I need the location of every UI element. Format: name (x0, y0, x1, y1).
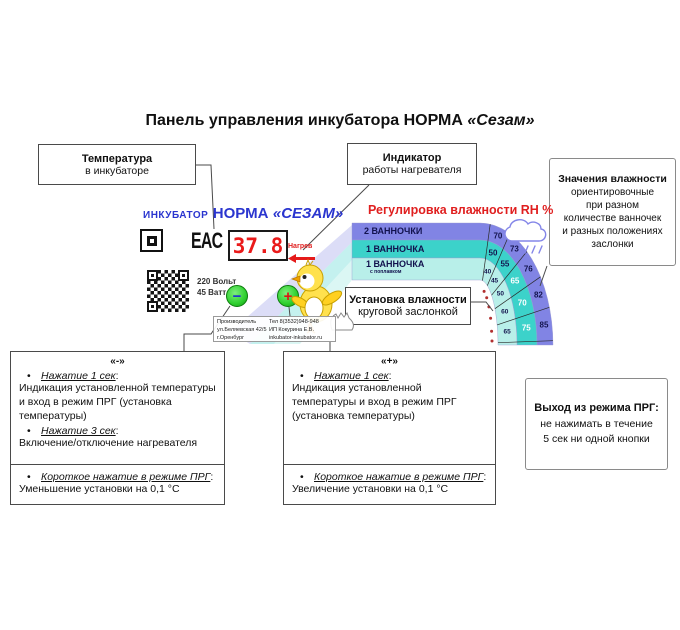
humidity-note-box: Значения влажности ориентировочные при р… (549, 158, 676, 266)
humidity-note-title: Значения влажности (558, 172, 667, 185)
manufacturer-info: Производитель Тел 8(3532)948-948 ул.Беля… (213, 316, 336, 342)
arc-value: 85 (539, 320, 549, 330)
power-voltage: 220 Вольт (197, 277, 237, 286)
instruction-head: Короткое нажатие в режиме ПРГ (292, 471, 487, 483)
manufacturer-site: inkubator-inkubator.ru (269, 334, 323, 341)
rain-cloud-icon (504, 219, 547, 254)
arc-value: 82 (533, 290, 543, 300)
arc-value: 65 (510, 276, 520, 286)
arc-value: 73 (509, 244, 519, 254)
humidity-regulation-title: Регулировка влажности RH % (368, 203, 554, 217)
humidity-set-box: Установка влажности круговой заслонкой (345, 287, 471, 325)
prg-exit-line: 5 сек ни одной кнопки (543, 432, 650, 445)
temperature-value: 37.8 (232, 233, 284, 258)
device-brand-prefix: ИНКУБАТОР (143, 210, 209, 221)
instruction-body: Индикация установленной температуры и вх… (19, 382, 216, 422)
manufacturer-entity: ИП Кокурина Е.В. (269, 326, 315, 333)
class2-insulation-icon (140, 229, 163, 252)
callout-temperature: Температура в инкубаторе (38, 144, 196, 185)
callout-heater-sub: работы нагревателя (362, 164, 462, 176)
callout-heater-indicator: Индикатор работы нагревателя (347, 143, 477, 185)
instruction-head: Нажатие 1 сек (19, 370, 216, 382)
instruction-body: Индикация установленной температуры и вх… (292, 382, 457, 422)
qr-finder-icon (147, 301, 158, 312)
band-2-bathtubs-label: 2 ВАННОЧКИ (364, 226, 423, 236)
heating-label: Нагрев (288, 243, 313, 250)
device-brand-model: «СЕЗАМ» (272, 205, 344, 222)
page-title-main: Панель управления инкубатора НОРМА (145, 112, 463, 129)
arc-segment-dividers (482, 224, 553, 344)
band-1-bathtub-float-label: 1 ВАННОЧКА (366, 259, 425, 269)
humidity-set-sub: круговой заслонкой (358, 306, 458, 318)
instruction-head: Нажатие 1 сек (292, 370, 487, 382)
minus-button-label: − (232, 287, 242, 305)
arc-value: 70 (493, 231, 503, 241)
manufacturer-line: Производитель (217, 319, 257, 325)
callout-temperature-sub: в инкубаторе (85, 164, 149, 177)
prg-exit-title: Выход из режима ПРГ: (534, 401, 659, 414)
minus-instructions-box: «-» Нажатие 1 сек Индикация установленно… (10, 351, 225, 505)
plus-instructions-main: «+» Нажатие 1 сек Индикация установленно… (284, 352, 495, 464)
arc-value: 50 (496, 290, 505, 298)
instruction-head: Короткое нажатие в режиме ПРГ (19, 471, 216, 483)
power-rating: 220 Вольт 45 Ватт (197, 276, 236, 298)
qr-finder-icon (147, 270, 158, 281)
humidity-arc (351, 222, 554, 346)
arc-value: 70 (517, 298, 527, 308)
arc-value: 55 (500, 259, 510, 269)
plus-button-label: + (283, 287, 293, 305)
humidity-note-line: и разных положениях (562, 226, 663, 238)
power-watts: 45 Ватт (197, 288, 227, 298)
heating-arrow-icon (288, 254, 315, 263)
prg-exit-line: не нажимать в течение (540, 417, 653, 430)
eac-mark: EAC (191, 228, 223, 253)
arc-value: 76 (523, 264, 533, 274)
callout-heater-title: Индикатор (382, 152, 442, 164)
arc-value: 65 (503, 328, 511, 336)
setting-dots (482, 289, 494, 343)
arc-value: 75 (521, 323, 531, 333)
device-brand: ИНКУБАТОР НОРМА «СЕЗАМ» (143, 205, 343, 223)
page-title-brand: «Сезам» (467, 112, 535, 129)
arc-value: 50 (488, 248, 498, 258)
heating-indicator: Нагрев (288, 243, 318, 268)
minus-box-title: «-» (110, 356, 125, 367)
humidity-note-line: при разном (586, 200, 639, 212)
instruction-head: Нажатие 3 сек (19, 425, 216, 437)
band-float-sublabel: с поплавком (370, 269, 402, 275)
arc-value: 45 (490, 277, 499, 285)
plus-instructions-box: «+» Нажатие 1 сек Индикация установленно… (283, 351, 496, 505)
arc-value: 40 (483, 268, 492, 276)
humidity-set-title: Установка влажности (349, 294, 467, 306)
qr-finder-icon (178, 270, 189, 281)
device-brand-name: НОРМА (212, 205, 269, 222)
page-title: Панель управления инкубатора НОРМА «Сеза… (0, 112, 680, 130)
humidity-note-line: количестве ванночек (563, 213, 662, 225)
minus-instructions-footer: Короткое нажатие в режиме ПРГ Уменьшение… (11, 464, 224, 504)
chick-mascot (291, 258, 354, 334)
arc-value: 60 (501, 308, 509, 316)
humidity-note-line: заслонки (591, 239, 634, 251)
instruction-body: Включение/отключение нагревателя (19, 436, 198, 449)
qr-code (145, 268, 191, 314)
plus-instructions-footer: Короткое нажатие в режиме ПРГ Увеличение… (284, 464, 495, 504)
band-1-bathtub-label: 1 ВАННОЧКА (366, 244, 425, 254)
prg-exit-note-box: Выход из режима ПРГ: не нажимать в течен… (525, 378, 668, 470)
minus-instructions-main: «-» Нажатие 1 сек Индикация установленно… (11, 352, 224, 464)
temperature-display: 37.8 (228, 230, 288, 261)
instruction-body: Увеличение установки на 0,1 °С (292, 483, 449, 495)
plus-box-title: «+» (381, 356, 398, 367)
humidity-note-line: ориентировочные (570, 187, 655, 199)
minus-button[interactable]: − (226, 285, 248, 307)
instruction-body: Уменьшение установки на 0,1 °С (19, 483, 180, 495)
manufacturer-phone: Тел 8(3532)948-948 (269, 319, 319, 325)
manufacturer-city: г.Оренбург (217, 334, 245, 341)
manufacturer-street: ул.Беляевская 42/5 (217, 326, 267, 333)
callout-temperature-title: Температура (81, 152, 153, 165)
